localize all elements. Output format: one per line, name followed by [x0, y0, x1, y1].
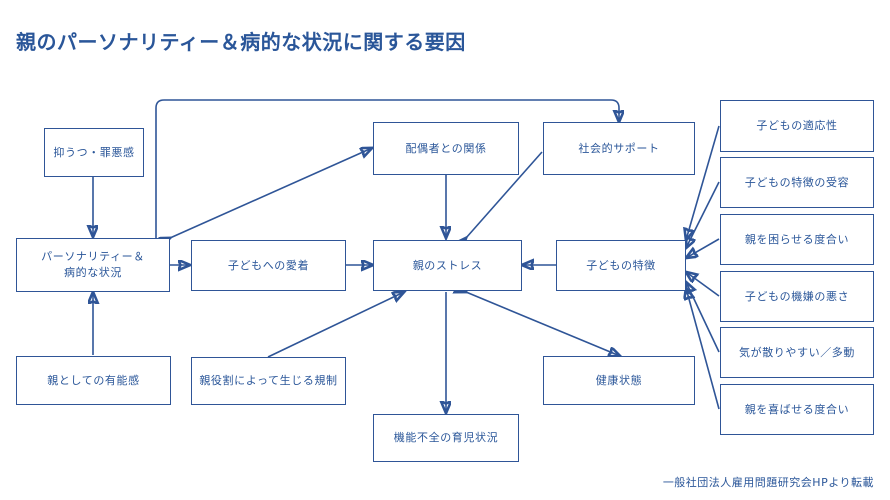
edge-distractible-to-traits	[686, 282, 720, 353]
node-bothering-parent[interactable]: 親を困らせる度合い	[720, 214, 874, 265]
node-child-traits-label: 子どもの特徴	[586, 258, 656, 272]
node-pleasing-parent[interactable]: 親を喜ばせる度合い	[720, 384, 874, 435]
node-child-adaptability-label: 子どもの適応性	[756, 119, 838, 133]
node-parent-stress-label: 親のストレス	[412, 258, 483, 272]
node-child-traits[interactable]: 子どもの特徴	[556, 240, 686, 291]
node-personality-pathology-label: パーソナリティー＆ 病的な状況	[41, 249, 145, 281]
node-pleasing-parent-label: 親を喜ばせる度合い	[744, 402, 850, 416]
edge-acceptance-to-traits	[686, 181, 720, 248]
node-child-moodiness[interactable]: 子どもの機嫌の悪さ	[720, 271, 874, 322]
node-parent-competence[interactable]: 親としての有能感	[16, 356, 171, 405]
edge-role-restriction-to-stress	[267, 292, 404, 358]
edge-bothering-to-traits	[686, 238, 720, 258]
page-title: 親のパーソナリティー＆病的な状況に関する要因	[16, 30, 466, 54]
node-parent-stress[interactable]: 親のストレス	[373, 240, 522, 291]
source-credit: 一般社団法人雇用問題研究会HPより転載	[662, 476, 874, 489]
node-dysfunctional-parenting-label: 機能不全の育児状況	[393, 431, 499, 445]
node-health-status[interactable]: 健康状態	[543, 356, 695, 405]
node-spouse-relation[interactable]: 配偶者との関係	[373, 122, 519, 175]
node-role-restriction[interactable]: 親役割によって生じる規制	[191, 357, 346, 405]
node-depression-guilt-label: 抑うつ・罪悪感	[53, 145, 135, 159]
node-child-attachment[interactable]: 子どもへの愛着	[191, 240, 346, 291]
node-personality-line-2: 病的な状況	[64, 266, 122, 279]
node-parent-competence-label: 親としての有能感	[47, 373, 140, 387]
node-personality-pathology[interactable]: パーソナリティー＆ 病的な状況	[16, 238, 170, 292]
node-personality-line-1: パーソナリティー＆	[41, 250, 145, 264]
node-spouse-relation-label: 配偶者との関係	[405, 141, 487, 155]
node-dysfunctional-parenting[interactable]: 機能不全の育児状況	[373, 414, 519, 462]
node-distractible-hyperactive[interactable]: 気が散りやすい／多動	[720, 327, 874, 378]
node-trait-acceptance-label: 子どもの特徴の受容	[744, 175, 850, 189]
node-child-moodiness-label: 子どもの機嫌の悪さ	[744, 289, 850, 303]
node-depression-guilt[interactable]: 抑うつ・罪悪感	[44, 128, 144, 177]
node-social-support-label: 社会的サポート	[578, 141, 660, 155]
node-role-restriction-label: 親役割によって生じる規制	[199, 374, 338, 388]
edge-stress-health	[466, 292, 620, 356]
edge-personality-spouse	[170, 148, 372, 238]
node-health-status-label: 健康状態	[595, 373, 643, 387]
node-social-support[interactable]: 社会的サポート	[543, 122, 695, 175]
node-distractible-hyperactive-label: 気が散りやすい／多動	[739, 345, 855, 359]
node-child-adaptability[interactable]: 子どもの適応性	[720, 100, 874, 152]
edge-moodiness-to-traits	[686, 272, 720, 297]
node-child-attachment-label: 子どもへの愛着	[227, 258, 310, 272]
node-bothering-parent-label: 親を困らせる度合い	[744, 232, 850, 246]
node-trait-acceptance[interactable]: 子どもの特徴の受容	[720, 157, 874, 208]
